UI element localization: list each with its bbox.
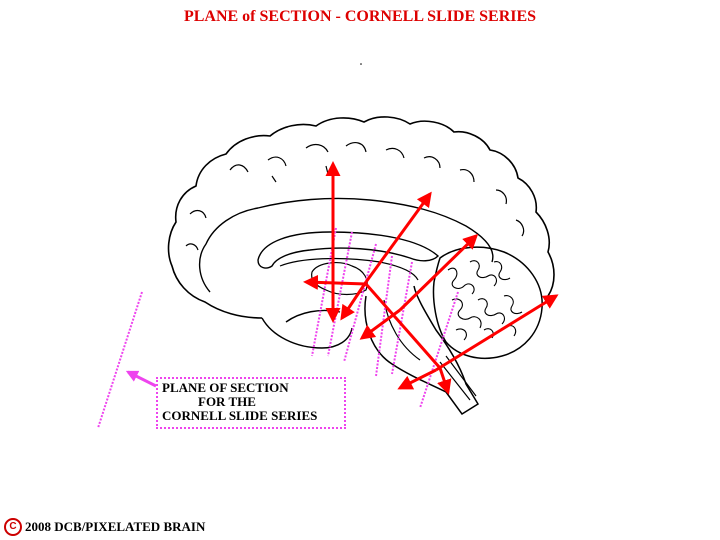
copyright-notice: C 2008 DCB/PIXELATED BRAIN [4,518,205,536]
plane-line-3 [343,243,377,363]
neuraxis-arrows [303,161,559,395]
plane-of-section-label: PLANE OF SECTION FOR THE CORNELL SLIDE S… [156,377,346,429]
temporal-lobe [261,309,353,349]
forebrain-axis-left [303,274,367,290]
plane-line-4 [375,255,393,377]
brainstem-axis-segment [364,283,442,369]
plane-line-6 [419,291,459,409]
pointer-arrow-icon [125,370,157,388]
brainstem [364,285,480,416]
cortex-inner-line [199,197,494,293]
fornix [279,257,419,281]
cerebellum [432,246,543,360]
hindbrain-down-arrow [397,368,437,390]
brainstem-axis-arrow [437,367,452,395]
thalamus [311,262,368,296]
gyri-detail [185,142,525,251]
cerebrum-outline [167,116,555,319]
page-title: PLANE of SECTION - CORNELL SLIDE SERIES [183,8,537,25]
sulcus-mark [271,165,329,183]
copyright-text: 2008 DCB/PIXELATED BRAIN [25,519,206,534]
stray-dot [360,63,362,65]
cerebellum-folia [447,260,523,341]
plane-line-2 [327,231,353,357]
label-line-1: PLANE OF SECTION [162,380,289,395]
label-line-3: CORNELL SLIDE SERIES [162,408,318,423]
copyright-icon: C [4,518,22,536]
diagonal-up-arrow-1 [364,191,432,283]
label-line-2: FOR THE [198,394,256,409]
diagonal-down-arrow-1 [340,281,368,321]
diagonal-up-arrow-2 [398,233,479,312]
plane-line-far-left [97,291,143,429]
hindbrain-up-arrow [435,294,559,372]
corpus-callosum [257,231,440,269]
plane-line-5 [391,261,413,375]
